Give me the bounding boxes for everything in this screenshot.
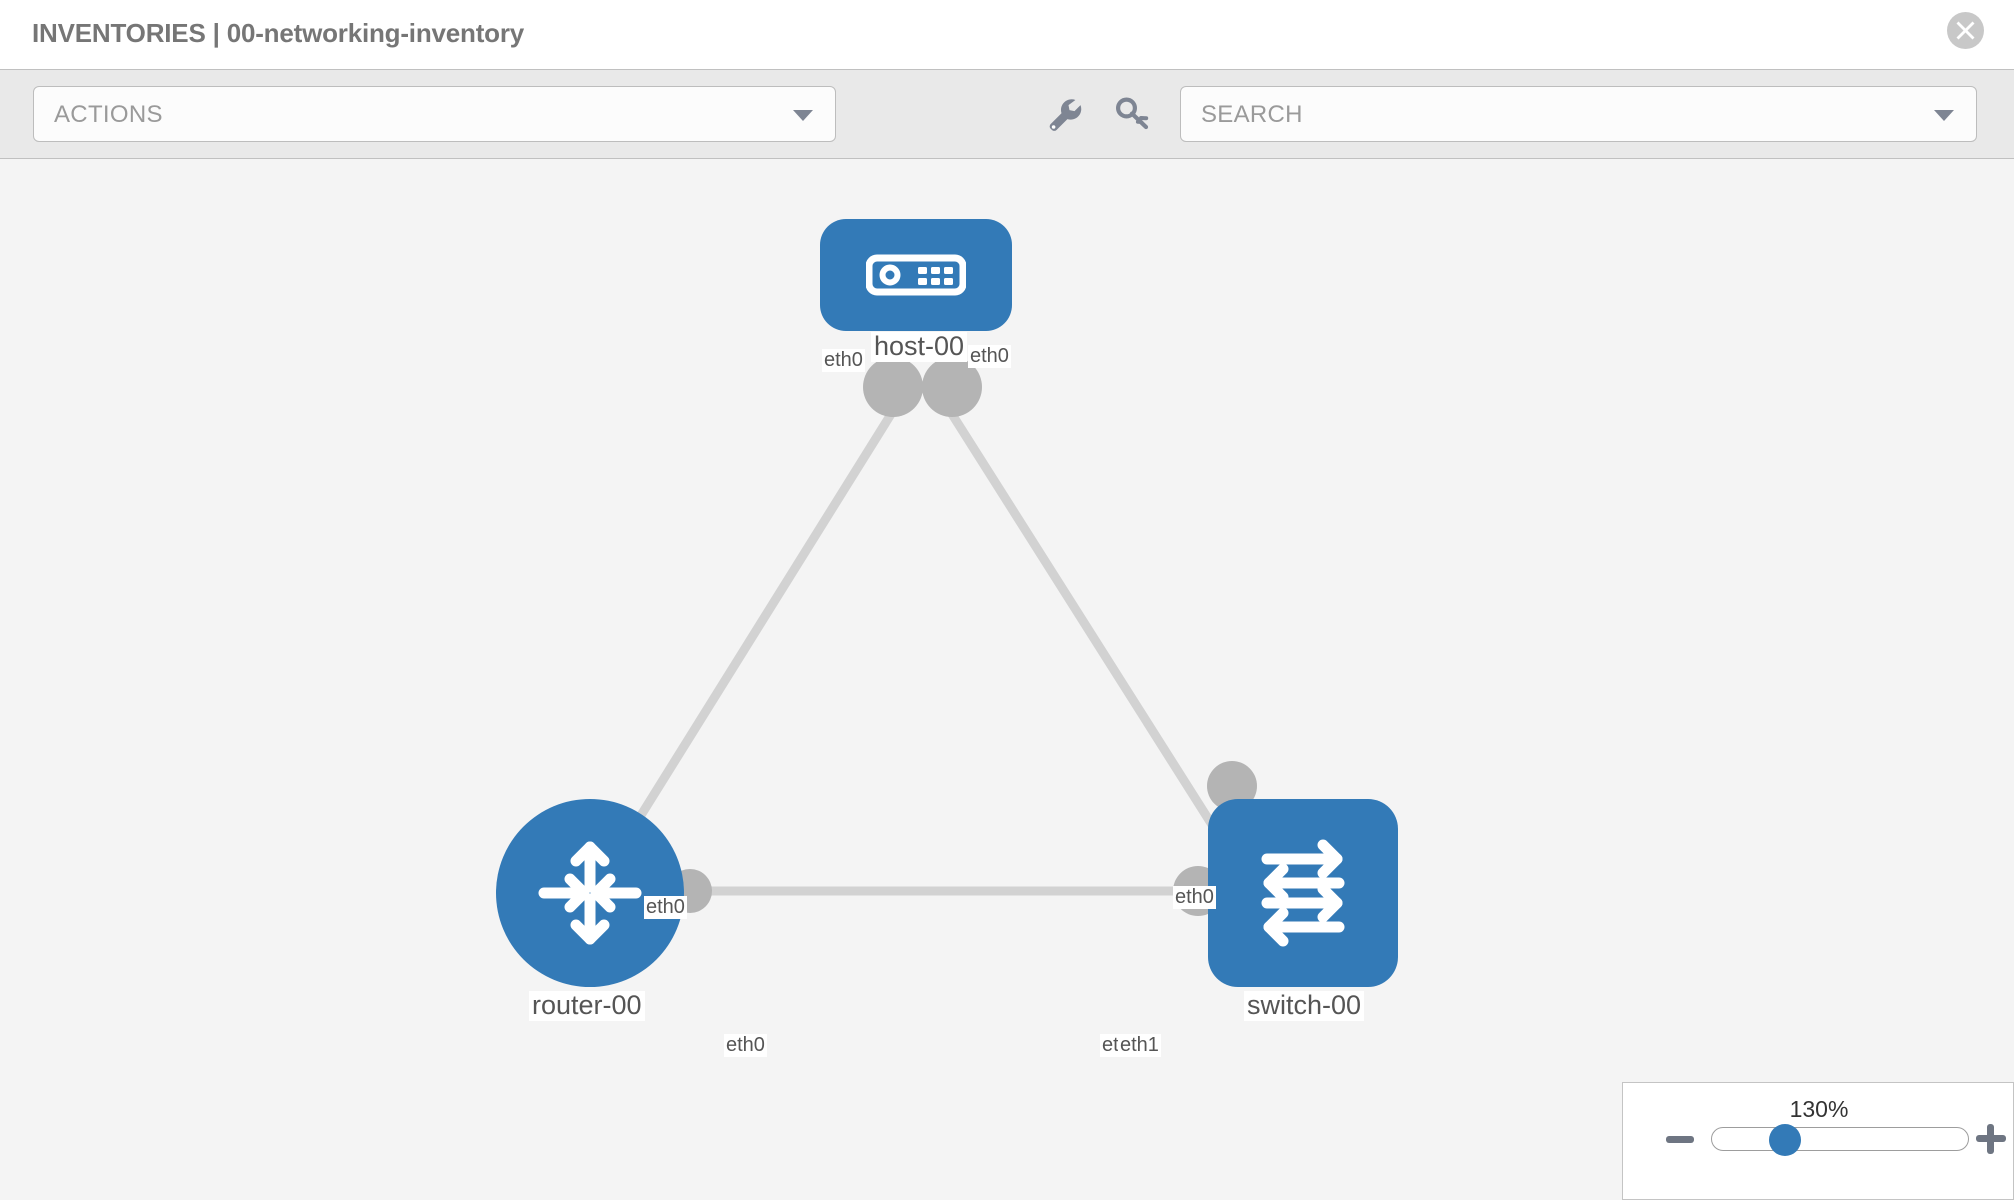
switch-node-shape[interactable] <box>1208 799 1398 987</box>
key-icon[interactable] <box>1110 92 1154 136</box>
chevron-down-icon <box>793 110 813 121</box>
topology-canvas[interactable]: host-00 router-00 <box>0 159 2014 1200</box>
zoom-level-label: 130% <box>1789 1096 1849 1122</box>
iface-label-host-right: eth0 <box>968 345 1011 368</box>
zoom-slider-track[interactable] <box>1711 1127 1969 1151</box>
node-host-00[interactable]: host-00 <box>820 219 1012 419</box>
node-switch-00[interactable]: switch-00 <box>1208 799 1398 1039</box>
zoom-out-button[interactable] <box>1666 1136 1694 1143</box>
actions-label: ACTIONS <box>54 101 163 128</box>
iface-label-router-right: eth0 <box>724 1034 767 1057</box>
router-node-shape[interactable] <box>496 799 684 987</box>
zoom-slider-handle[interactable] <box>1769 1124 1801 1156</box>
edge-host-switch <box>945 406 1245 874</box>
iface-label-switch-left: eth1 <box>1118 1034 1161 1057</box>
close-icon[interactable] <box>1947 12 1984 49</box>
zoom-in-button[interactable] <box>1976 1124 2006 1154</box>
iface-label-host-left: eth0 <box>822 349 865 372</box>
node-router-00[interactable]: router-00 <box>496 799 684 1039</box>
zoom-control-panel: 130% <box>1622 1082 2014 1200</box>
iface-label-switch-up: eth0 <box>1173 886 1216 909</box>
edge-host-router <box>595 406 898 886</box>
page-title: INVENTORIES | 00-networking-inventory <box>32 18 525 48</box>
host-node-shape[interactable] <box>820 219 1012 331</box>
node-label-host: host-00 <box>871 331 968 362</box>
switch-arrows-icon <box>1261 839 1345 947</box>
server-icon <box>866 254 966 296</box>
search-placeholder: SEARCH <box>1201 101 1303 128</box>
actions-dropdown[interactable]: ACTIONS <box>33 86 836 142</box>
search-input[interactable]: SEARCH <box>1180 86 1977 142</box>
page-header: INVENTORIES | 00-networking-inventory <box>0 0 2014 69</box>
router-arrows-icon <box>538 841 642 945</box>
chevron-down-icon <box>1934 110 1954 121</box>
toolbar: ACTIONS SEARCH <box>0 69 2014 159</box>
node-label-switch: switch-00 <box>1244 990 1365 1021</box>
iface-label-router-up: eth0 <box>644 896 687 919</box>
node-label-router: router-00 <box>529 990 645 1021</box>
wrench-icon[interactable] <box>1042 92 1086 136</box>
